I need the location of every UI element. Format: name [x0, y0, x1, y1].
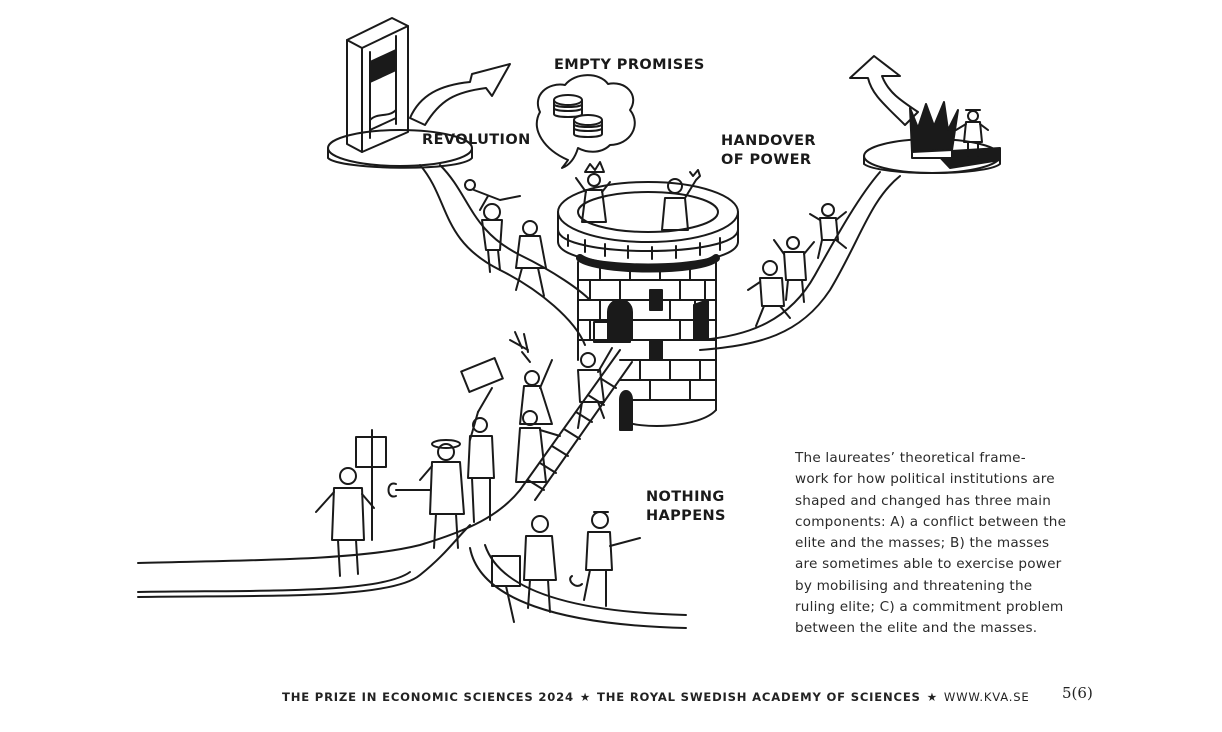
figure-walker [515, 220, 547, 297]
empty-promises-bubble [535, 74, 636, 169]
star-icon: ★ [926, 690, 938, 704]
caption-line: components: A) a conflict between the [795, 513, 1067, 530]
road [137, 489, 687, 629]
label-empty-promises: EMPTY PROMISES [554, 57, 705, 73]
figure-woman-2 [515, 410, 561, 483]
footer-prize: THE PRIZE IN ECONOMIC SCIENCES 2024 [282, 690, 574, 704]
caption-line: are sometimes able to exercise power [795, 556, 1062, 573]
figure-climber-3 [747, 260, 791, 327]
figure-climber-1 [809, 203, 847, 259]
figure-elite [955, 109, 989, 157]
footer-academy: THE ROYAL SWEDISH ACADEMY OF SCIENCES [597, 690, 921, 704]
caption-line: ruling elite; C) a commitment problem [795, 599, 1064, 616]
crowd [315, 179, 847, 623]
figure-pitchfork [419, 331, 531, 549]
caption-line: elite and the masses; B) the masses [795, 535, 1050, 552]
revolution-arrow-icon [409, 63, 511, 126]
label-handover-line1: HANDOVER [721, 133, 816, 149]
figure-woman [519, 359, 553, 425]
label-nothing-line2: HAPPENS [646, 508, 726, 524]
caption-line: by mobilising and threatening the [795, 577, 1033, 594]
figure-man-left [315, 429, 431, 577]
crown-icon [909, 101, 959, 159]
label-nothing-line1: NOTHING [646, 489, 725, 505]
caption-line: between the elite and the masses. [795, 620, 1038, 637]
handover-arrow-icon [849, 55, 919, 126]
star-icon: ★ [579, 690, 592, 704]
figure-carried [464, 179, 521, 273]
label-revolution: REVOLUTION [422, 132, 531, 148]
figure-bottom-woman [491, 515, 557, 623]
caption-line: shaped and changed has three main [795, 492, 1052, 509]
guillotine-icon [346, 17, 409, 153]
tower-icon [519, 181, 739, 501]
coins-icon [553, 94, 603, 138]
revolution-path [327, 129, 591, 346]
footer-url-link[interactable]: WWW.KVA.SE [943, 690, 1030, 704]
figure-stairs-1 [577, 321, 631, 429]
figure-king-left [575, 161, 611, 223]
caption-line: work for how political institutions are [795, 471, 1055, 488]
handover-path [699, 138, 1001, 351]
figure-sign-holder [460, 357, 504, 523]
footer: THE PRIZE IN ECONOMIC SCIENCES 2024 ★ THE … [282, 690, 1030, 704]
page-number: 5(6) [1062, 684, 1093, 702]
figure-bottom-man [569, 511, 641, 607]
figure-climber-2 [773, 236, 815, 303]
caption-text: The laureates’ theoretical frame- work f… [795, 448, 1070, 640]
caption-line: The laureates’ theoretical frame- [795, 450, 1026, 466]
label-handover-line2: OF POWER [721, 152, 812, 168]
figure-king-right [661, 169, 701, 231]
